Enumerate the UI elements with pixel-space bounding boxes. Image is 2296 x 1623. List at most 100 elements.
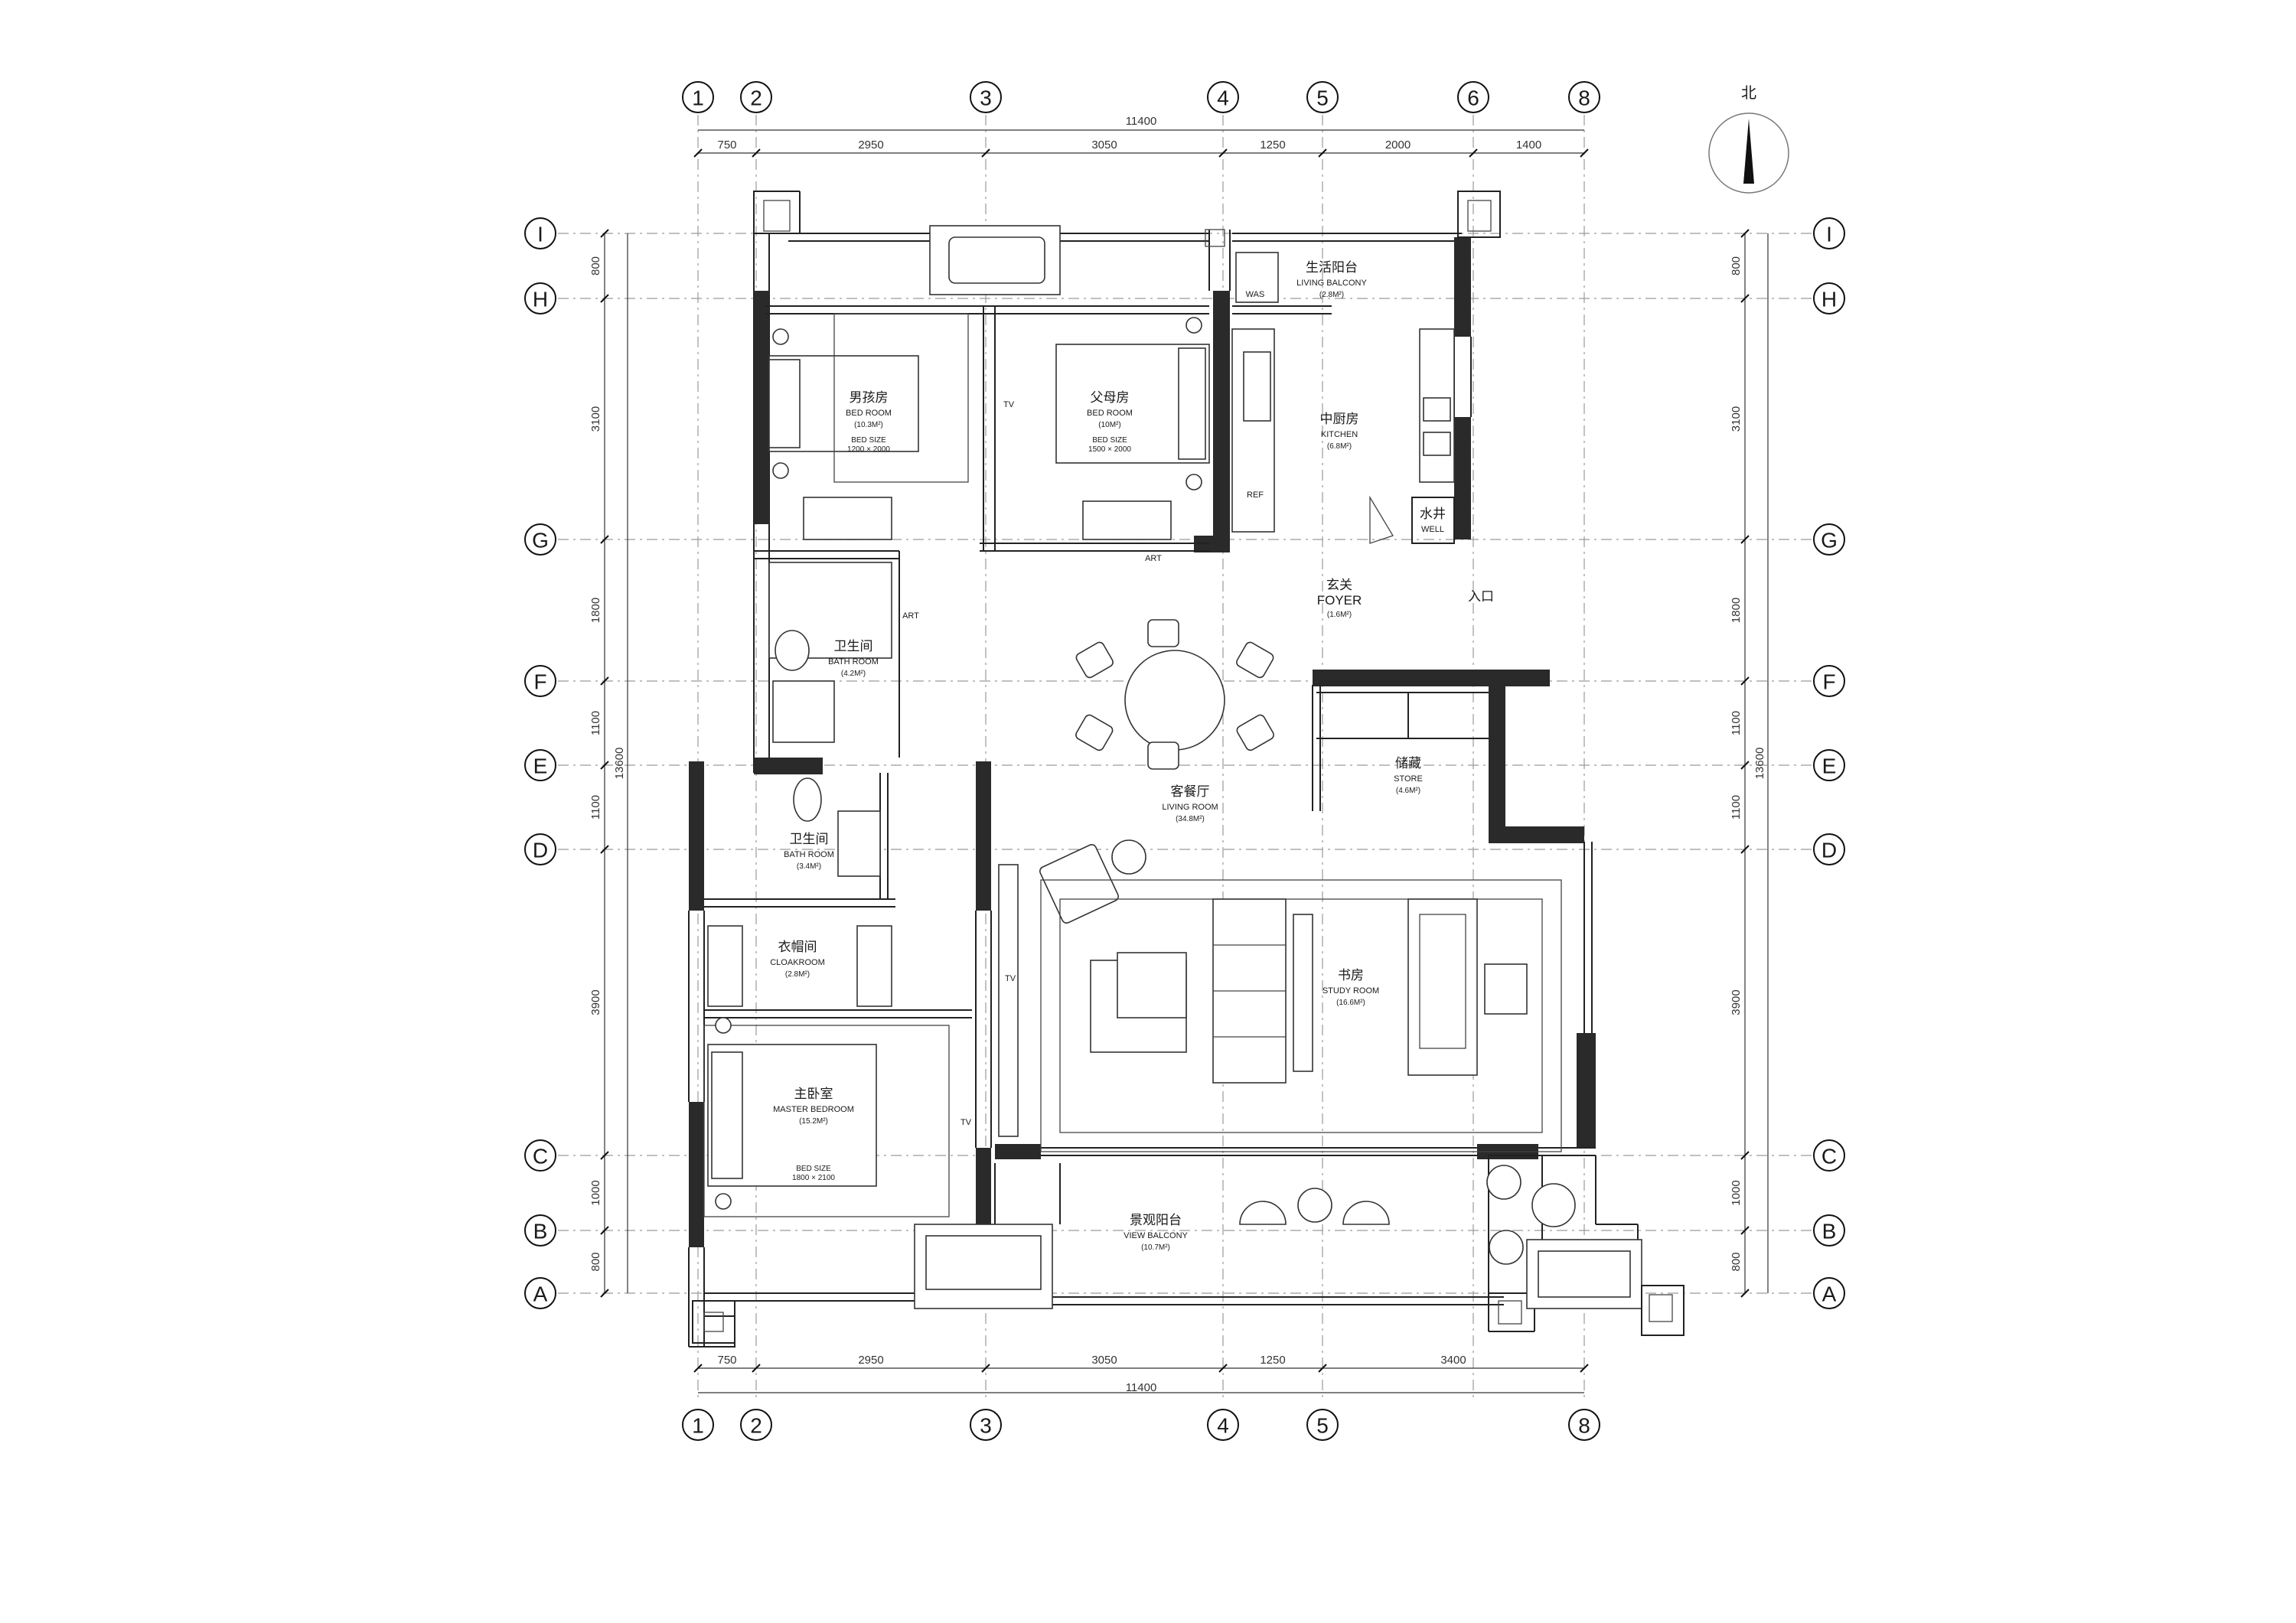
grid-bubble-col-top-label: 3 (980, 86, 992, 110)
bath2-label: 卫生间 BATH ROOM (3.4M²) (784, 832, 834, 871)
grid-bubble-row-left (524, 1277, 556, 1309)
grid-bubble-col-bottom (1568, 1409, 1600, 1441)
grid-bubble-row-right (1813, 665, 1845, 697)
grid-bubble-row-left (524, 217, 556, 249)
boy-room-label: 男孩房 BED ROOM (10.3M²) BED SIZE 1200 × 20… (846, 390, 892, 454)
view-balcony-cn: 景观阳台 (1130, 1213, 1182, 1227)
grid-bubble-row-left-label: C (533, 1145, 548, 1168)
bath2-en: BATH ROOM (784, 850, 834, 859)
dim-tick (600, 761, 609, 770)
dim-segment-label: 1800 (1730, 598, 1743, 623)
living-balcony-label: 生活阳台 LIVING BALCONY (2.8M²) (1296, 260, 1367, 299)
study-area: (16.6M²) (1336, 999, 1365, 1007)
store-label: 储藏 STORE (4.6M²) (1394, 756, 1423, 795)
grid-bubble-col-bottom (1207, 1409, 1239, 1441)
dim-tick (752, 148, 761, 158)
room-labels: 男孩房 BED ROOM (10.3M²) BED SIZE 1200 × 20… (770, 260, 1494, 1252)
dim-tick (600, 1151, 609, 1160)
master-area: (15.2M²) (799, 1117, 828, 1126)
grid-bubble-col-bottom-label: 2 (750, 1414, 762, 1438)
art-label-corridor: ART (1145, 554, 1162, 563)
grid-bubble-row-left (524, 833, 556, 865)
parents-room-en: BED ROOM (1087, 409, 1133, 418)
dim-segment-label: 1100 (1730, 711, 1743, 735)
dim-tick (1469, 148, 1478, 158)
grid-bubble-row-right-label: D (1821, 839, 1837, 862)
dim-segment-label: 1000 (1730, 1180, 1743, 1205)
dim-segment-label: 750 (717, 1354, 736, 1367)
dim-tick (752, 1364, 761, 1373)
bath1-area: (4.2M²) (841, 670, 866, 678)
grid-bubble-col-top (682, 81, 714, 113)
dim-tick (1740, 1289, 1750, 1298)
grid-bubble-row-left (524, 1214, 556, 1247)
grid-bubble-col-top (970, 81, 1002, 113)
living-balcony-area: (2.8M²) (1319, 291, 1344, 299)
grid-bubble-row-left-label: E (533, 754, 548, 778)
master-label: 主卧室 MASTER BEDROOM (15.2M²) BED SIZE 180… (773, 1087, 854, 1182)
grid-bubble-row-right (1813, 1277, 1845, 1309)
grid-bubble-row-left (524, 1139, 556, 1172)
boy-room-cn: 男孩房 (850, 390, 889, 405)
dim-total-label: 11400 (1126, 1381, 1157, 1394)
parents-room-cn: 父母房 (1091, 390, 1130, 405)
dim-segment-label: 1800 (589, 598, 602, 623)
dim-tick (693, 1364, 703, 1373)
dim-segment-label: 750 (717, 139, 736, 152)
grid-bubble-row-right (1813, 217, 1845, 249)
dim-segment-label: 2000 (1385, 139, 1411, 152)
grid-bubble-col-bottom (970, 1409, 1002, 1441)
dim-tick (981, 148, 990, 158)
dim-tick (1740, 535, 1750, 544)
grid-bubble-row-left (524, 282, 556, 314)
dim-segment-label: 1100 (589, 711, 602, 735)
parents-room-size: 1500 × 2000 (1088, 445, 1131, 454)
grid-bubble-row-right (1813, 523, 1845, 556)
grid-bubble-col-bottom-label: 5 (1316, 1414, 1329, 1438)
grid-bubble-col-top-label: 2 (750, 86, 762, 110)
dim-segment-label: 1250 (1260, 1354, 1285, 1367)
dim-tick (1740, 229, 1750, 238)
grid-bubble-row-right (1813, 833, 1845, 865)
grid-bubble-row-left (524, 665, 556, 697)
dim-tick (1740, 294, 1750, 303)
dim-tick (981, 1364, 990, 1373)
dim-tick (600, 1289, 609, 1298)
art-label-bath: ART (902, 611, 919, 621)
cloakroom-area: (2.8M²) (785, 970, 810, 979)
bath1-label: 卫生间 BATH ROOM (4.2M²) (828, 639, 879, 678)
grid-bubble-row-left-label: A (533, 1282, 548, 1306)
bath2-area: (3.4M²) (797, 862, 821, 871)
dim-tick (600, 845, 609, 854)
grid-bubble-col-bottom-label: 8 (1578, 1414, 1590, 1438)
living-label: 客餐厅 LIVING ROOM (34.8M²) (1162, 784, 1218, 823)
well-cn: 水井 (1420, 507, 1446, 521)
dining-table (1124, 650, 1225, 751)
north-arrow: 北 (1708, 84, 1789, 194)
parents-room-size-label: BED SIZE (1092, 436, 1127, 445)
grid-bubble-row-right (1813, 1214, 1845, 1247)
dim-segment-label: 1100 (589, 795, 602, 820)
dim-total-label: 11400 (1126, 115, 1157, 128)
kitchen-area: (6.8M²) (1327, 442, 1352, 451)
grid-bubble-row-right-label: H (1821, 288, 1837, 311)
walls (688, 191, 1684, 1348)
bath1-cn: 卫生间 (834, 639, 873, 653)
dim-segment-label: 2950 (858, 139, 883, 152)
dim-segment-label: 3050 (1091, 1354, 1117, 1367)
dim-tick (600, 229, 609, 238)
dim-tick (600, 294, 609, 303)
grid-bubble-row-left-label: D (533, 839, 548, 862)
kitchen-cn: 中厨房 (1320, 412, 1359, 426)
living-balcony-cn: 生活阳台 (1306, 260, 1358, 275)
living-area: (34.8M²) (1176, 815, 1205, 823)
study-cn: 书房 (1338, 968, 1364, 983)
dim-segment-label: 3100 (1730, 406, 1743, 432)
store-cn: 储藏 (1395, 756, 1421, 771)
study-en: STUDY ROOM (1322, 986, 1379, 996)
tv-label-living: TV (1005, 974, 1016, 983)
kitchen-label: 中厨房 KITCHEN (6.8M²) (1320, 412, 1359, 451)
dim-segment-label: 2950 (858, 1354, 883, 1367)
dim-segment-label: 3050 (1091, 139, 1117, 152)
foyer-cn: 玄关 (1326, 578, 1352, 592)
